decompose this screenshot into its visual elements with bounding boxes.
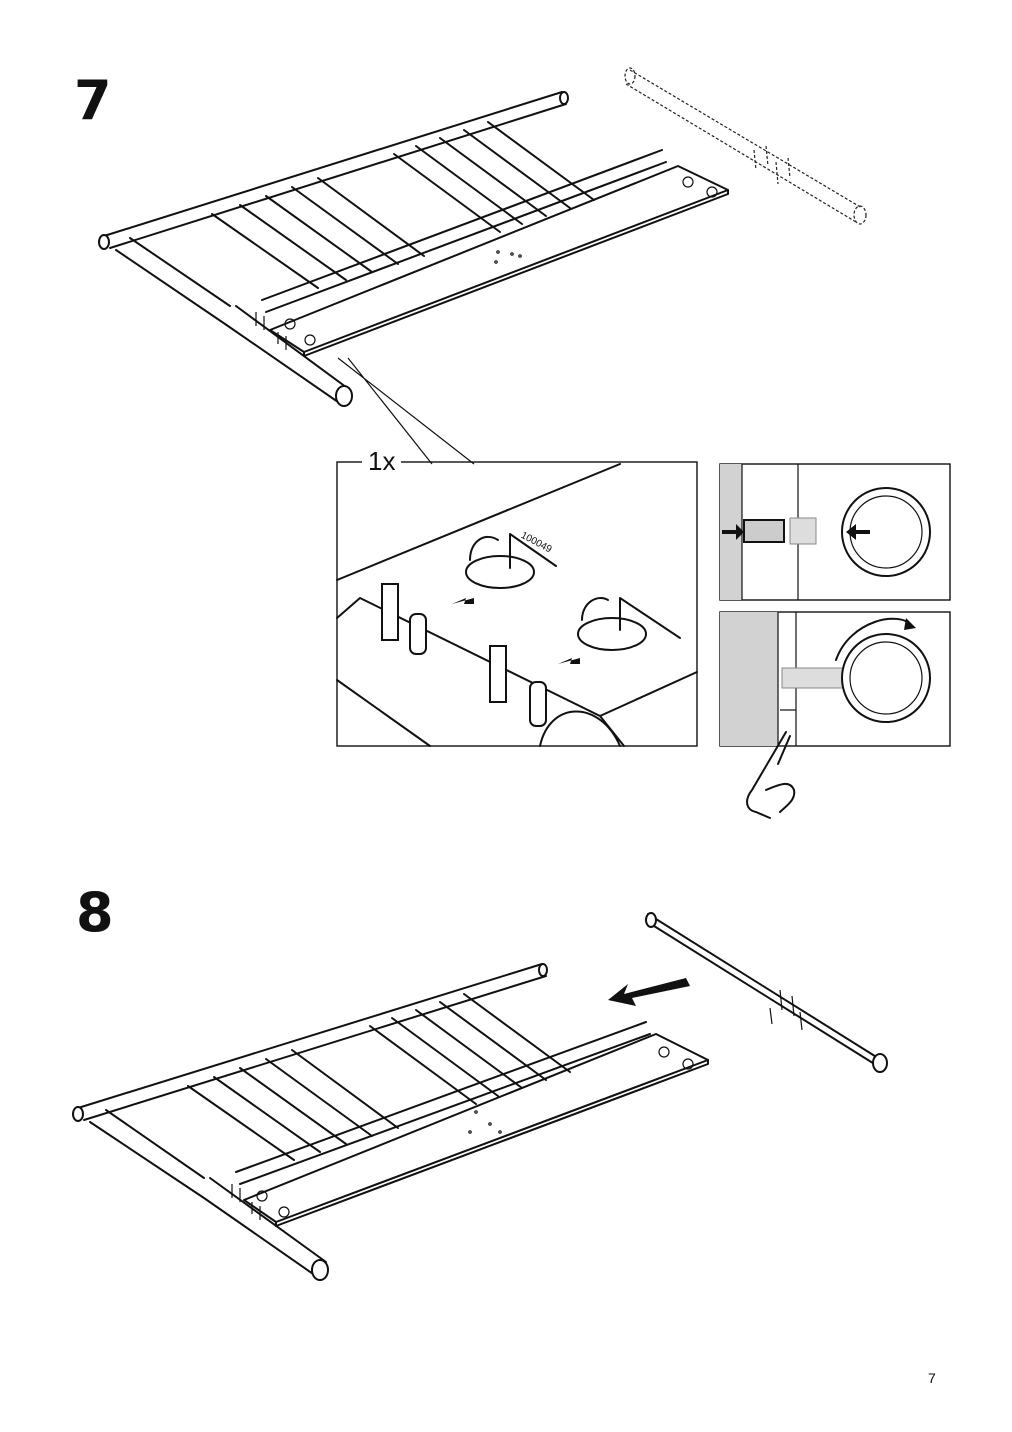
step-7-frame-illustration [98,91,729,407]
step-8-loose-rail [645,912,888,1073]
pointing-hand-icon [746,731,796,819]
step-8-slats [105,993,571,1179]
step-7-detail-box [336,461,698,747]
step-7-slats [129,121,595,307]
direction-arrow-icon [608,978,690,1006]
step-7-info-panel-1 [719,463,951,601]
step-7-ghost-rail [624,67,867,225]
quantity-label: 1x [362,446,402,477]
step-8-frame-illustration [72,963,709,1281]
step-7-info-panel-2 [719,611,951,747]
step-8-number: 8 [76,881,114,944]
page-number: 7 [928,1370,936,1386]
step-7-number: 7 [74,69,112,132]
